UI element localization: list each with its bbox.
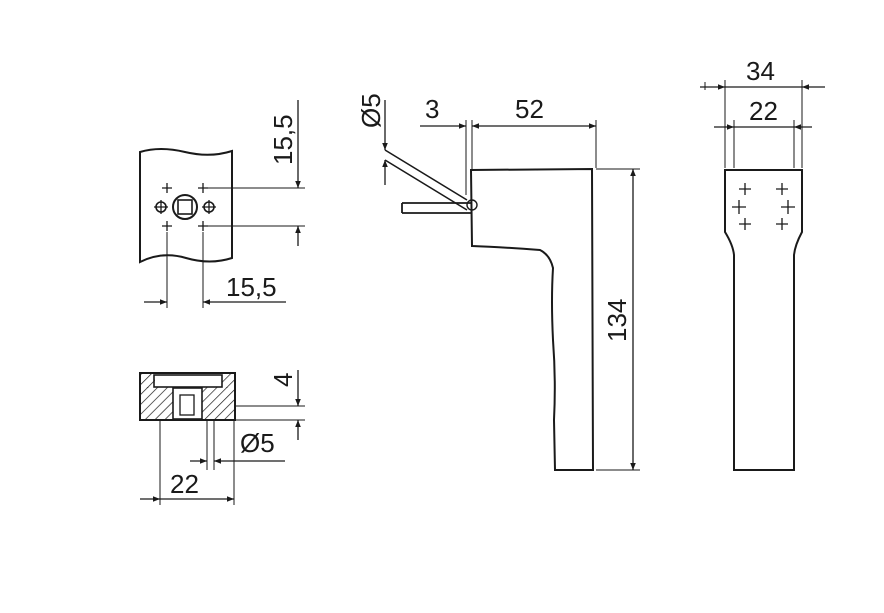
dim-reach-label: 52 [515,94,544,124]
section-hatch-right [202,387,234,419]
dim-vertical-label: 15,5 [268,114,298,165]
dim-pin-diameter-label: Ø5 [240,428,275,458]
dim-rod-diameter-label: Ø5 [356,93,386,128]
center-bore-section [172,387,203,420]
rose-outline [139,148,233,264]
section-hatch-top [141,374,155,388]
section-hatch-left [141,387,173,419]
square-spindle [177,199,193,215]
handle-side-view: Ø5 3 52 134 [356,93,640,471]
handle-profile [469,167,595,471]
handle-front-view: 34 22 [700,56,825,471]
dim-height-label: 134 [602,299,632,342]
dim-gap-label: 3 [425,94,439,124]
center-bore [172,194,198,220]
set-screw [384,149,468,211]
front-outline [724,169,803,471]
dim-overall-width-label: 34 [746,56,775,86]
dim-width-label: 22 [170,469,199,499]
front-screw-crosses [732,183,795,230]
screw-crosses [154,183,216,231]
rose-section-view: 4 Ø5 22 [139,370,305,505]
dim-inner-width-label: 22 [749,96,778,126]
dim-depth-label: 4 [268,373,298,387]
dim-horizontal-label: 15,5 [226,272,277,302]
section-hatch-top-right [222,374,234,388]
section-outline [139,372,236,421]
rose-top-view: 15,5 15,5 [139,100,305,308]
